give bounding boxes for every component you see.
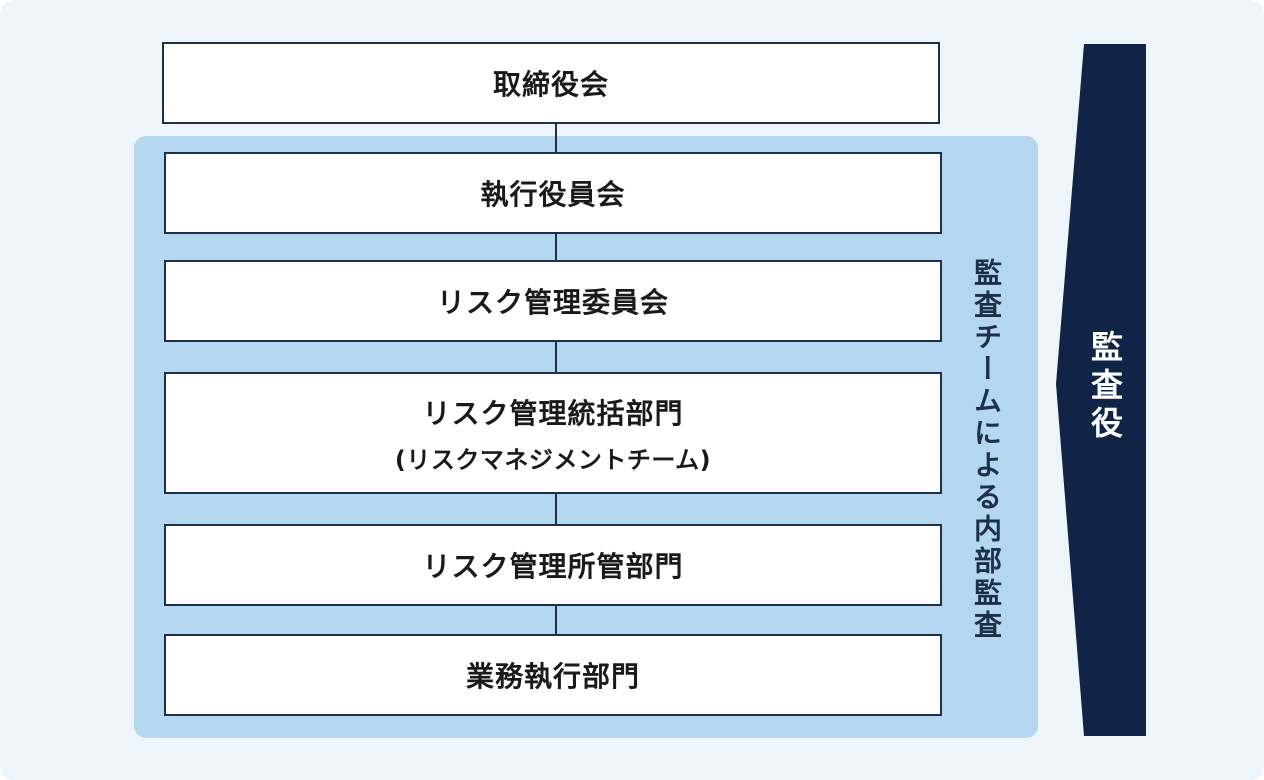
risk-management-dept-box: リスク管理統括部門 (リスクマネジメントチーム) bbox=[164, 372, 942, 494]
connector-owner-business bbox=[555, 604, 557, 636]
connector-board-exec bbox=[555, 122, 557, 154]
executive-committee-box: 執行役員会 bbox=[164, 152, 942, 234]
board-box: 取締役会 bbox=[162, 42, 940, 124]
board-label: 取締役会 bbox=[492, 68, 609, 101]
risk-committee-box: リスク管理委員会 bbox=[164, 260, 942, 342]
risk-management-team-label: (リスクマネジメントチーム) bbox=[394, 445, 712, 474]
risk-committee-label: リスク管理委員会 bbox=[436, 286, 669, 319]
business-dept-label: 業務執行部門 bbox=[465, 660, 640, 693]
auditor-label: 監査役 bbox=[1086, 330, 1124, 444]
business-dept-box: 業務執行部門 bbox=[164, 634, 942, 716]
internal-audit-label: 監査チームによる内部監査 bbox=[970, 258, 1003, 642]
connector-exec-committee bbox=[555, 232, 557, 262]
risk-owner-dept-label: リスク管理所管部門 bbox=[422, 550, 684, 583]
connector-committee-dept bbox=[555, 340, 557, 374]
executive-committee-label: 執行役員会 bbox=[480, 178, 626, 211]
risk-management-dept-label: リスク管理統括部門 bbox=[422, 396, 684, 430]
connector-dept-owner bbox=[555, 492, 557, 526]
risk-owner-dept-box: リスク管理所管部門 bbox=[164, 524, 942, 606]
auditor-arrow-shape bbox=[1056, 44, 1146, 736]
